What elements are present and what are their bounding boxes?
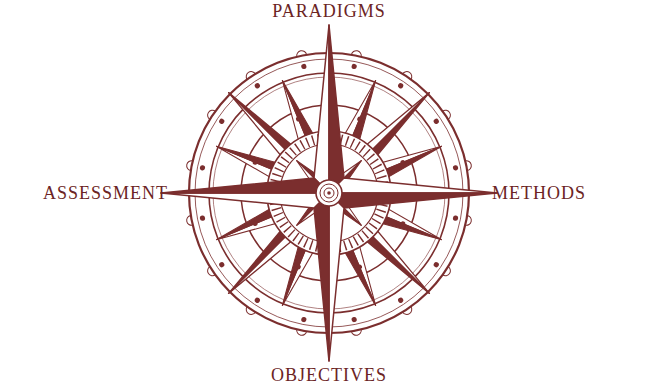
compass-label: OBJECTIVES xyxy=(271,365,387,385)
compass-label: METHODS xyxy=(492,183,586,203)
compass-label: PARADIGMS xyxy=(272,1,385,21)
compass-label: ASSESSMENT xyxy=(43,183,168,203)
